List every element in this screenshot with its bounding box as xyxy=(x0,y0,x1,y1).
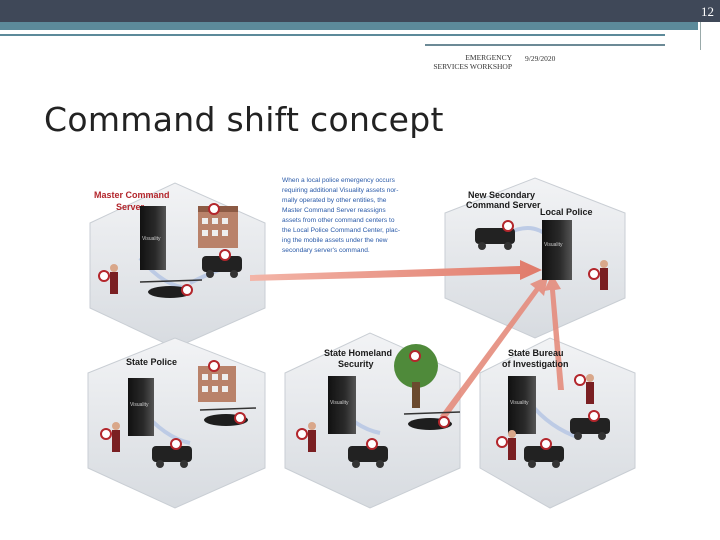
master-label-line1: Master Command xyxy=(94,190,170,200)
description-line-5: assets from other command centers to xyxy=(282,217,395,224)
homeland-server-icon xyxy=(328,376,356,434)
state-police-label: State Police xyxy=(126,357,177,367)
page-number: 12 xyxy=(701,4,714,19)
corner-box xyxy=(700,22,720,50)
bureau-officer2-icon xyxy=(508,438,516,460)
local-police-hexagon xyxy=(444,177,626,339)
arrow-bureau-to-local xyxy=(544,274,564,390)
local-suv-icon xyxy=(475,228,515,244)
homeland-server-brand: Visuality xyxy=(330,400,349,406)
footer-organization: EMERGENCY SERVICES WORKSHOP xyxy=(420,53,512,71)
arrow-homeland-to-local xyxy=(440,276,548,420)
suv-icon xyxy=(202,256,242,272)
footer-org-line1: EMERGENCY xyxy=(465,53,512,62)
homeland-label-line1: State Homeland xyxy=(324,348,392,358)
bureau-label-line1: State Bureau xyxy=(508,348,564,358)
master-label-line2: Server xyxy=(116,202,145,212)
state-police-suv-icon xyxy=(152,446,192,462)
tree-icon xyxy=(394,344,438,388)
description-line-8: secondary server's command. xyxy=(282,247,370,254)
slide-title: Command shift concept xyxy=(44,100,444,139)
helicopter-icon xyxy=(148,286,192,298)
description-line-3: mally operated by other entities, the xyxy=(282,197,387,204)
master-server-icon xyxy=(140,206,166,270)
bureau-officer-icon xyxy=(586,382,594,404)
bureau-server-brand: Visuality xyxy=(510,400,529,406)
description-line-7: ing the mobile assets under the new xyxy=(282,237,388,244)
description-text: When a local police emergency occurs req… xyxy=(282,177,402,254)
bureau-suv-icon xyxy=(570,418,610,434)
master-server-brand: Visuality xyxy=(142,236,161,242)
accent-bar xyxy=(0,22,698,30)
state-police-server-brand: Visuality xyxy=(130,402,149,408)
arrow-master-to-local xyxy=(250,260,542,281)
new-secondary-line1: New Secondary xyxy=(468,190,535,200)
description-line-2: requiring additional Visuality assets no… xyxy=(282,187,398,194)
divider-line xyxy=(0,34,665,36)
local-server-icon xyxy=(542,220,572,280)
local-police-label: Local Police xyxy=(540,207,593,217)
local-server-brand: Visuality xyxy=(544,242,563,248)
description-line-4: Master Command Server reassigns xyxy=(282,207,386,214)
officer-icon xyxy=(110,272,118,294)
description-line-6: the Local Police Command Center, plac- xyxy=(282,227,400,234)
footer-org-line2: SERVICES WORKSHOP xyxy=(433,62,512,71)
building-icon xyxy=(198,210,238,248)
state-police-server-icon xyxy=(128,378,154,436)
command-shift-diagram: Master Command Server Visuality When a l… xyxy=(80,168,640,510)
footer-divider xyxy=(425,44,665,46)
eye-marker xyxy=(208,203,220,215)
bureau-label-line2: of Investigation xyxy=(502,359,569,369)
state-police-building-icon xyxy=(198,366,236,402)
description-line-1: When a local police emergency occurs xyxy=(282,177,396,184)
footer-date: 9/29/2020 xyxy=(525,54,556,63)
bureau-suv2-icon xyxy=(524,446,564,462)
state-police-officer-icon xyxy=(112,430,120,452)
local-officer-icon xyxy=(600,268,608,290)
top-bar: 12 xyxy=(0,0,720,22)
homeland-label-line2: Security xyxy=(338,359,374,369)
homeland-officer-icon xyxy=(308,430,316,452)
bureau-server-icon xyxy=(508,376,536,434)
homeland-suv-icon xyxy=(348,446,388,462)
new-secondary-line2: Command Server xyxy=(466,200,541,210)
